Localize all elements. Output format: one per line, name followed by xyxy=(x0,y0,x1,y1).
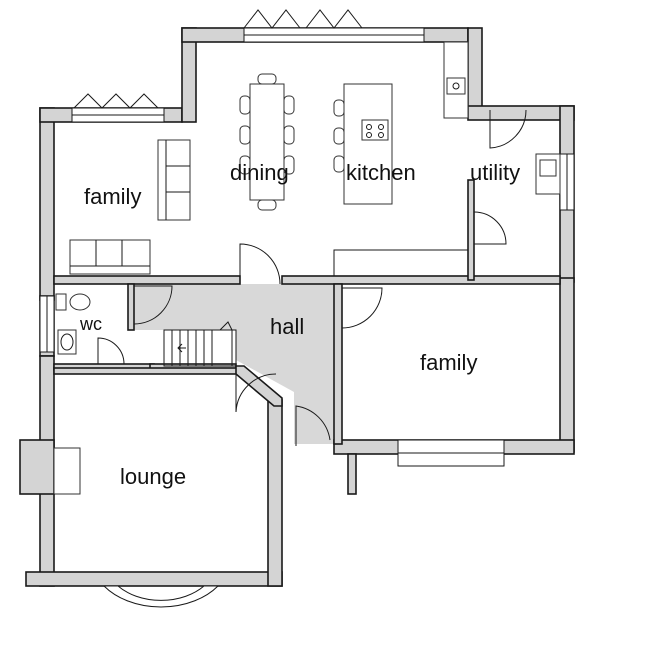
room-label-lounge: lounge xyxy=(120,464,186,489)
room-label-hall: hall xyxy=(270,314,304,339)
internal-walls xyxy=(53,179,561,445)
room-label-wc: wc xyxy=(79,314,102,334)
windows xyxy=(39,9,575,608)
furniture xyxy=(53,41,561,495)
doors xyxy=(97,109,527,446)
room-label-kitchen: kitchen xyxy=(346,160,416,185)
room-label-utility: utility xyxy=(470,160,520,185)
staircase xyxy=(163,321,237,367)
room-label-family-right: family xyxy=(420,350,477,375)
room-label-dining: dining xyxy=(230,160,289,185)
room-label-family-left: family xyxy=(84,184,141,209)
hall-floor xyxy=(132,284,342,444)
